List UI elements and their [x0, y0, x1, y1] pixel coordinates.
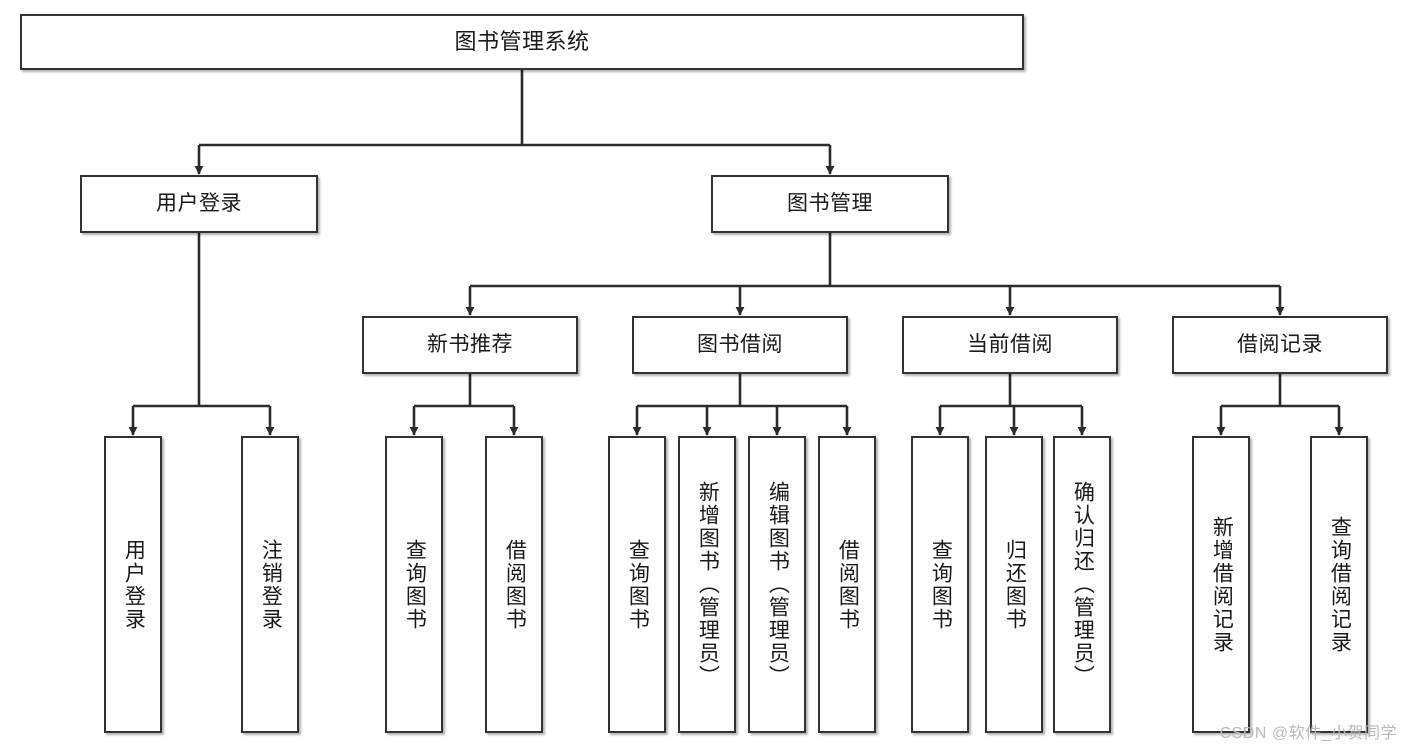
node-label-leaf-query-book-3: 查询图书	[929, 538, 953, 631]
node-label-book-borrow: 图书借阅	[697, 332, 783, 356]
node-label-borrow-records: 借阅记录	[1237, 332, 1323, 356]
node-label-leaf-user-login: 用户登录	[122, 538, 146, 631]
node-label-leaf-edit-book-admin: 编辑图书（管理员）	[766, 481, 790, 688]
node-label-leaf-add-book-admin: 新增图书（管理员）	[696, 481, 720, 688]
node-label-user-login: 用户登录	[156, 191, 242, 215]
node-label-leaf-add-borrow-record: 新增借阅记录	[1210, 515, 1234, 654]
node-label-leaf-query-book-2: 查询图书	[626, 538, 650, 631]
node-leaf-confirm-return-admin[interactable]: 确认归还（管理员）	[1053, 436, 1111, 733]
node-leaf-return-book[interactable]: 归还图书	[985, 436, 1043, 733]
node-leaf-add-borrow-record[interactable]: 新增借阅记录	[1192, 436, 1250, 733]
node-leaf-query-borrow-record[interactable]: 查询借阅记录	[1310, 436, 1368, 733]
node-leaf-query-book-2[interactable]: 查询图书	[608, 436, 666, 733]
node-current-borrow[interactable]: 当前借阅	[902, 316, 1118, 374]
node-user-login[interactable]: 用户登录	[80, 175, 318, 233]
node-label-new-book-recommend: 新书推荐	[427, 332, 513, 356]
node-label-leaf-borrow-book-2: 借阅图书	[836, 538, 860, 631]
node-label-current-borrow: 当前借阅	[967, 332, 1053, 356]
node-root[interactable]: 图书管理系统	[20, 14, 1024, 70]
node-borrow-records[interactable]: 借阅记录	[1172, 316, 1388, 374]
node-label-leaf-return-book: 归还图书	[1003, 538, 1027, 631]
node-label-root: 图书管理系统	[454, 29, 590, 55]
node-label-leaf-confirm-return-admin: 确认归还（管理员）	[1071, 481, 1095, 688]
node-book-borrow[interactable]: 图书借阅	[632, 316, 848, 374]
node-leaf-borrow-book-1[interactable]: 借阅图书	[485, 436, 543, 733]
node-leaf-user-logout[interactable]: 注销登录	[241, 436, 299, 733]
node-label-leaf-borrow-book-1: 借阅图书	[503, 538, 527, 631]
node-leaf-add-book-admin[interactable]: 新增图书（管理员）	[678, 436, 736, 733]
node-leaf-borrow-book-2[interactable]: 借阅图书	[818, 436, 876, 733]
node-label-leaf-query-borrow-record: 查询借阅记录	[1328, 515, 1352, 654]
node-label-leaf-query-book-1: 查询图书	[403, 538, 427, 631]
node-book-manage[interactable]: 图书管理	[711, 175, 949, 233]
node-leaf-user-login[interactable]: 用户登录	[104, 436, 162, 733]
node-leaf-query-book-1[interactable]: 查询图书	[385, 436, 443, 733]
node-leaf-query-book-3[interactable]: 查询图书	[911, 436, 969, 733]
csdn-watermark: CSDN @软件_小贺同学	[1219, 725, 1397, 742]
node-leaf-edit-book-admin[interactable]: 编辑图书（管理员）	[748, 436, 806, 733]
node-label-book-manage: 图书管理	[787, 191, 873, 215]
node-label-leaf-user-logout: 注销登录	[259, 538, 283, 631]
node-new-book-recommend[interactable]: 新书推荐	[362, 316, 578, 374]
